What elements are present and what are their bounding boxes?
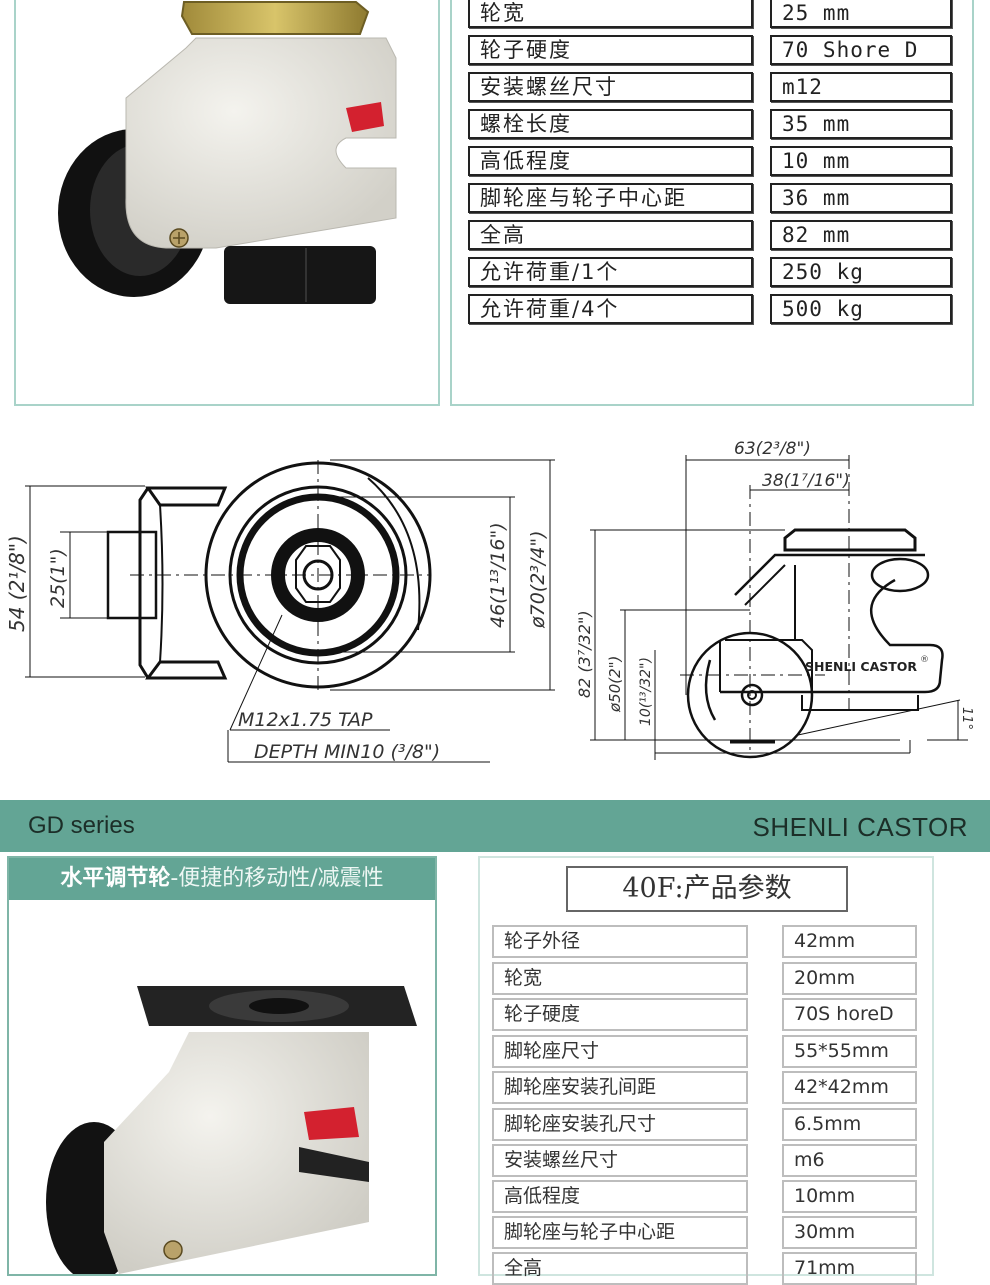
spec-label: 安装螺丝尺寸 <box>468 72 753 102</box>
spec-value: 82 mm <box>770 220 952 250</box>
spec-label: 轮子外径 <box>492 925 748 958</box>
spec-label: 全高 <box>468 220 753 250</box>
dim-11-degree: 11° <box>959 707 974 730</box>
top-view-technical-drawing: 54 (2¹/8") 25(1") 46(1¹³/16") ø70(2³/4")… <box>0 440 570 790</box>
dim-10: 10(¹³/32") <box>638 657 654 726</box>
dim-38: 38(1⁷/16") <box>762 471 850 491</box>
spec-value: 10 mm <box>770 146 952 176</box>
spec-value: 30mm <box>782 1216 917 1249</box>
spec-value: 25 mm <box>770 0 952 28</box>
dim-50: ø50(2") <box>606 656 624 713</box>
spec-value: 10mm <box>782 1180 917 1213</box>
spec-value: 71mm <box>782 1252 917 1285</box>
spec-value: 42*42mm <box>782 1071 917 1104</box>
spec-table-title: 40F:产品参数 <box>566 866 848 912</box>
spec-label: 高低程度 <box>468 146 753 176</box>
spec-label: 脚轮座安装孔间距 <box>492 1071 748 1104</box>
tagline-light: -便捷的移动性/减震性 <box>170 866 384 891</box>
dim-70: ø70(2³/4") <box>527 530 549 629</box>
spec-label: 轮子硬度 <box>492 998 748 1031</box>
spec-value: 55*55mm <box>782 1035 917 1068</box>
spec-label: 脚轮座尺寸 <box>492 1035 748 1068</box>
dim-63: 63(2³/8") <box>734 439 811 459</box>
spec-value: 20mm <box>782 962 917 995</box>
spec-value: 42mm <box>782 925 917 958</box>
spec-label: 脚轮座安装孔尺寸 <box>492 1108 748 1141</box>
spec-value: m6 <box>782 1144 917 1177</box>
spec-value: 6.5mm <box>782 1108 917 1141</box>
dim-46: 46(1¹³/16") <box>487 522 509 628</box>
spec-value: 500 kg <box>770 294 952 324</box>
dim-82: 82 (3⁷/32") <box>575 610 594 698</box>
bottom-spec-table: 40F:产品参数 轮子外径 42mm 轮宽 20mm 轮子硬度 70S hore… <box>478 856 934 1285</box>
side-view-technical-drawing: 63(2³/8") 38(1⁷/16") 82 (3⁷/32") ø50(2")… <box>570 430 990 790</box>
leveling-caster-plate-photo-icon <box>46 986 417 1274</box>
registered-mark: ® <box>920 655 929 665</box>
spec-value: 70 Shore D <box>770 35 952 65</box>
spec-value: 70S horeD <box>782 998 917 1031</box>
dim-54: 54 (2¹/8") <box>5 535 29 632</box>
tagline-bold: 水平调节轮 <box>60 866 171 891</box>
top-spec-table: 轮宽 25 mm 轮子硬度 70 Shore D 安装螺丝尺寸 m12 螺栓长度… <box>450 0 974 406</box>
product-tagline: 水平调节轮-便捷的移动性/减震性 <box>9 858 435 900</box>
spec-label: 轮宽 <box>492 962 748 995</box>
tap-spec-line1: M12x1.75 TAP <box>238 709 373 731</box>
spec-label: 允许荷重/4个 <box>468 294 753 324</box>
spec-label: 全高 <box>492 1252 748 1285</box>
series-banner: GD series SHENLI CASTOR <box>0 800 990 852</box>
tap-spec-line2: DEPTH MIN10 (³/8") <box>254 741 440 763</box>
bottom-product-photo-frame: 水平调节轮-便捷的移动性/减震性 <box>7 856 437 1276</box>
spec-label: 轮子硬度 <box>468 35 753 65</box>
spec-label: 高低程度 <box>492 1180 748 1213</box>
spec-label: 轮宽 <box>468 0 753 28</box>
side-view-drawing-icon: 63(2³/8") 38(1⁷/16") 82 (3⁷/32") ø50(2")… <box>575 439 974 760</box>
series-name: GD series <box>28 812 135 839</box>
top-view-drawing-icon: 54 (2¹/8") 25(1") 46(1¹³/16") ø70(2³/4")… <box>5 459 555 763</box>
leveling-caster-photo-icon <box>58 1 397 304</box>
dim-25: 25(1") <box>47 548 69 608</box>
drawing-brand-label: SHENLI CASTOR <box>805 659 917 674</box>
spec-value: m12 <box>770 72 952 102</box>
spec-label: 螺栓长度 <box>468 109 753 139</box>
spec-label: 脚轮座与轮子中心距 <box>492 1216 748 1249</box>
top-product-photo-frame <box>14 0 440 406</box>
spec-label: 脚轮座与轮子中心距 <box>468 183 753 213</box>
spec-value: 35 mm <box>770 109 952 139</box>
spec-value: 36 mm <box>770 183 952 213</box>
brand-name: SHENLI CASTOR <box>752 812 968 842</box>
spec-value: 250 kg <box>770 257 952 287</box>
spec-label: 安装螺丝尺寸 <box>492 1144 748 1177</box>
spec-label: 允许荷重/1个 <box>468 257 753 287</box>
